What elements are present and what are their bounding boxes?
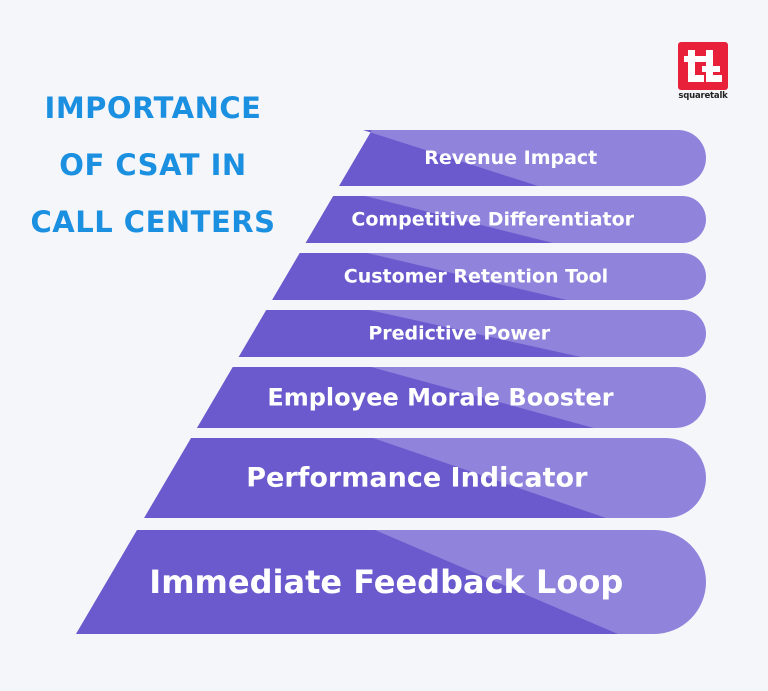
pyramid-tier: Competitive Differentiator bbox=[305, 196, 706, 243]
tier-front bbox=[76, 530, 618, 634]
pyramid-tier: Immediate Feedback Loop bbox=[76, 530, 706, 634]
squaretalk-logo: squaretalk bbox=[675, 42, 731, 102]
tier-label: Competitive Differentiator bbox=[351, 209, 634, 231]
pyramid-tier: Revenue Impact bbox=[339, 130, 706, 186]
logo-t-icon bbox=[684, 50, 722, 82]
tier-front bbox=[144, 438, 607, 518]
tier-label: Employee Morale Booster bbox=[267, 384, 613, 412]
pyramid-tier: Predictive Power bbox=[238, 310, 706, 357]
pyramid-tier: Performance Indicator bbox=[144, 438, 707, 518]
tier-front bbox=[305, 196, 553, 243]
title-line-3: CALL CENTERS bbox=[30, 205, 276, 239]
tier-label: Immediate Feedback Loop bbox=[149, 563, 623, 601]
page-title: IMPORTANCE OF CSAT IN CALL CENTERS bbox=[18, 80, 288, 251]
tier-label: Customer Retention Tool bbox=[344, 266, 608, 288]
logo-wordmark: squaretalk bbox=[678, 91, 728, 101]
tier-label: Revenue Impact bbox=[424, 147, 597, 169]
tier-front bbox=[238, 310, 581, 357]
tier-label: Predictive Power bbox=[368, 323, 550, 345]
pyramid-tier: Employee Morale Booster bbox=[196, 367, 706, 428]
tier-front bbox=[339, 130, 539, 186]
title-line-2: OF CSAT IN bbox=[59, 148, 247, 182]
tier-front bbox=[272, 253, 567, 300]
pyramid-tier: Customer Retention Tool bbox=[272, 253, 706, 300]
tier-front bbox=[196, 367, 594, 428]
title-line-1: IMPORTANCE bbox=[44, 91, 262, 125]
logo-mark bbox=[678, 42, 728, 90]
tier-label: Performance Indicator bbox=[246, 463, 588, 494]
